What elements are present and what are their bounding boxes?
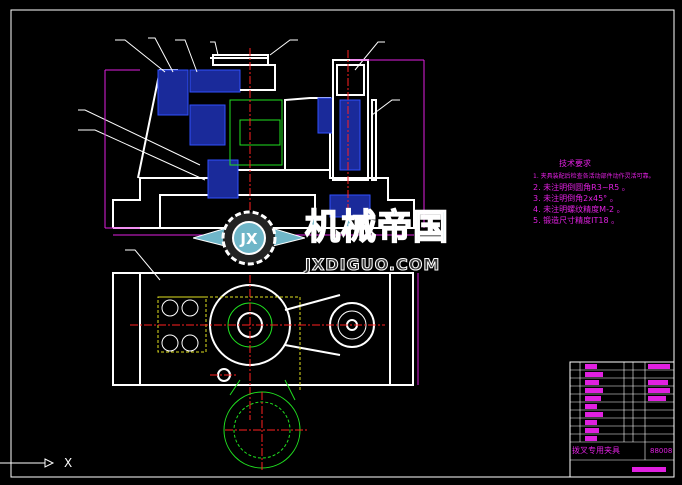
watermark: JX 机械帝国 JXDIGUO.COM [193,207,488,276]
tech-req-item: 5. 锻造尺寸精度IT18 。 [533,216,620,225]
top-plan-view [112,249,419,470]
watermark-logo-text: JX [239,230,258,248]
tech-req-title: 技术要求 [559,159,591,168]
technical-requirements: 技术要求 1. 夹具装配后检查各活动部件动作灵活可靠。 2. 未注明倒圆角R3~… [533,158,655,226]
front-section-view [78,37,425,240]
tech-req-item: 1. 夹具装配后检查各活动部件动作灵活可靠。 [533,173,655,180]
watermark-logo-icon: JX [193,210,305,266]
tech-req-item: 2. 未注明倒圆角R3~R5 。 [533,183,630,192]
title-block [569,361,675,478]
tech-req-item: 3. 未注明倒角2x45° 。 [533,194,618,203]
tech-req-item: 4. 未注明螺纹精度M-2 。 [533,205,625,214]
ucs-x-label: X [64,456,73,470]
watermark-brand-cn: 机械帝国 [304,207,450,249]
drawing-code: 88008 [650,447,673,455]
drawing-border [10,9,675,478]
ucs-icon [0,458,55,468]
drawing-name: 拨叉专用夹具 [572,446,620,455]
watermark-brand-url: JXDIGUO.COM [304,255,441,274]
